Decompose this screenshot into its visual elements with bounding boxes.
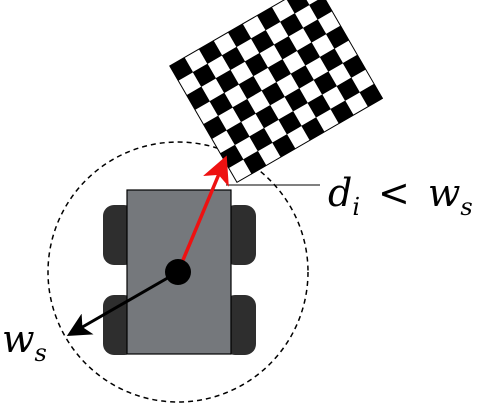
checkerboard-square <box>325 25 350 49</box>
checkerboard-square <box>238 75 262 100</box>
safety-radius-circle <box>47 141 309 403</box>
wheel-rear-right <box>224 295 256 355</box>
checkerboard-square <box>309 0 333 20</box>
checkerboard-square <box>359 83 383 108</box>
radius-var: w <box>2 317 35 361</box>
checkerboard-square <box>336 77 360 101</box>
checkerboard-square <box>249 127 273 152</box>
checkerboard-square <box>257 7 281 31</box>
checkerboard-square <box>296 42 321 66</box>
wheel-front-right <box>224 205 256 265</box>
checkerboard-square <box>198 40 223 64</box>
distance-label: di < ws <box>328 171 473 221</box>
checkerboard-square <box>221 46 246 71</box>
checkerboard-square <box>330 100 354 124</box>
checkerboard-target <box>169 0 384 184</box>
checkerboard-square <box>286 0 310 14</box>
robot-center-dot <box>165 259 191 285</box>
checkerboard-square <box>273 36 298 60</box>
checkerboard-square <box>250 29 275 54</box>
checkerboard-square <box>302 19 327 43</box>
checkerboard-square <box>169 57 194 81</box>
checkerboard-square <box>301 117 325 141</box>
checkerboard-square <box>267 59 292 83</box>
checkerboard-square <box>290 65 315 89</box>
checkerboard-square <box>279 13 304 37</box>
checkerboard-square <box>272 134 296 158</box>
width-var: w <box>428 171 461 215</box>
less-than-operator: < <box>378 171 410 215</box>
checkerboard-square <box>319 48 344 72</box>
distance-subscript: i <box>352 193 360 221</box>
radius-arrow <box>66 270 179 336</box>
checkerboard-square <box>284 88 308 112</box>
checkerboard-square <box>227 23 252 48</box>
checkerboard-square <box>226 121 250 146</box>
checkerboard-square <box>203 115 227 139</box>
distance-var: d <box>328 171 352 215</box>
checkerboard-square <box>215 69 240 94</box>
checkerboard-square <box>186 86 210 110</box>
checkerboard-square <box>261 82 285 106</box>
radius-label: ws <box>2 317 47 367</box>
radius-subscript: s <box>35 339 47 367</box>
checkerboard-square <box>278 111 302 135</box>
distance-arrow <box>176 155 229 273</box>
checkerboard-square <box>192 63 217 87</box>
width-subscript: s <box>460 193 472 221</box>
checkerboard-square <box>342 54 367 78</box>
checkerboard-square <box>209 92 233 117</box>
checkerboard-square <box>255 104 279 129</box>
checkerboard-square <box>243 150 267 175</box>
checkerboard-square <box>313 71 337 95</box>
checkerboard-square <box>232 98 256 123</box>
checkerboard-square <box>244 52 269 77</box>
checkerboard-square <box>307 94 331 118</box>
